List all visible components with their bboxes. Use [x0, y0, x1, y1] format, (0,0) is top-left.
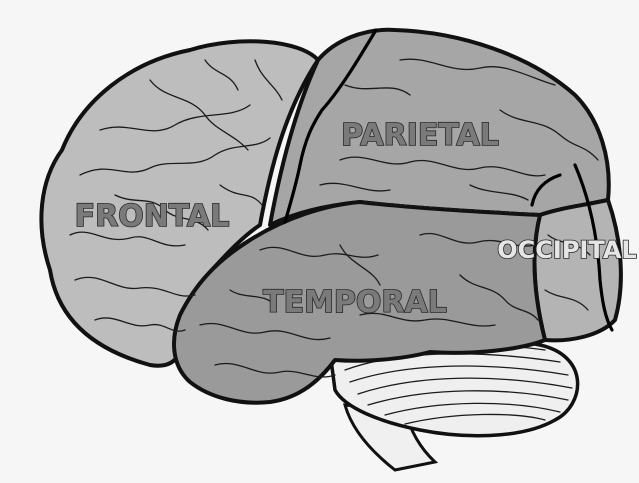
occipital-label: OCCIPITAL	[497, 236, 636, 264]
frontal-label: FRONTAL	[75, 199, 230, 234]
temporal-label: TEMPORAL	[263, 285, 447, 320]
parietal-label: PARIETAL	[341, 118, 499, 153]
